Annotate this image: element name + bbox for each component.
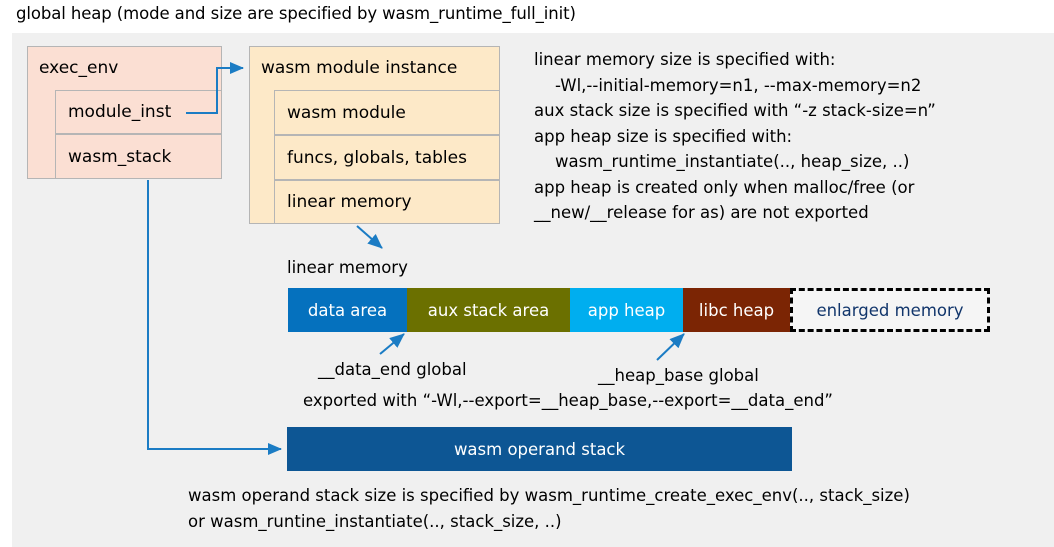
module-instance-row-wasm-module: wasm module	[274, 90, 500, 135]
page-title: global heap (mode and size are specified…	[16, 4, 576, 23]
exec-env-header: exec_env	[39, 58, 119, 78]
linear-memory-label: linear memory	[287, 258, 408, 277]
linear-memory-notes: linear memory size is specified with: -W…	[534, 50, 936, 222]
linear-memory-bar: data area aux stack area app heap libc h…	[288, 288, 990, 332]
annotation-heap-base: __heap_base global	[598, 366, 759, 385]
exec-env-row-wasm-stack: wasm_stack	[55, 134, 222, 179]
wasm-operand-stack-box: wasm operand stack	[287, 427, 792, 471]
memory-segment-app-heap: app heap	[570, 288, 683, 332]
wasm-operand-stack-note: wasm operand stack size is specified by …	[188, 486, 910, 531]
memory-segment-libc-heap: libc heap	[683, 288, 790, 332]
memory-segment-aux-stack-area: aux stack area	[407, 288, 570, 332]
annotation-data-end: __data_end global	[318, 360, 467, 379]
module-instance-row-funcs-globals-tables: funcs, globals, tables	[274, 135, 500, 180]
memory-segment-data-area: data area	[288, 288, 407, 332]
memory-segment-enlarged-memory: enlarged memory	[790, 288, 990, 332]
module-instance-row-linear-memory: linear memory	[274, 180, 500, 224]
exec-env-row-module-inst: module_inst	[55, 90, 222, 134]
wasm-module-instance-header: wasm module instance	[261, 58, 458, 78]
annotation-exported-with: exported with “-Wl,--export=__heap_base,…	[303, 391, 833, 410]
